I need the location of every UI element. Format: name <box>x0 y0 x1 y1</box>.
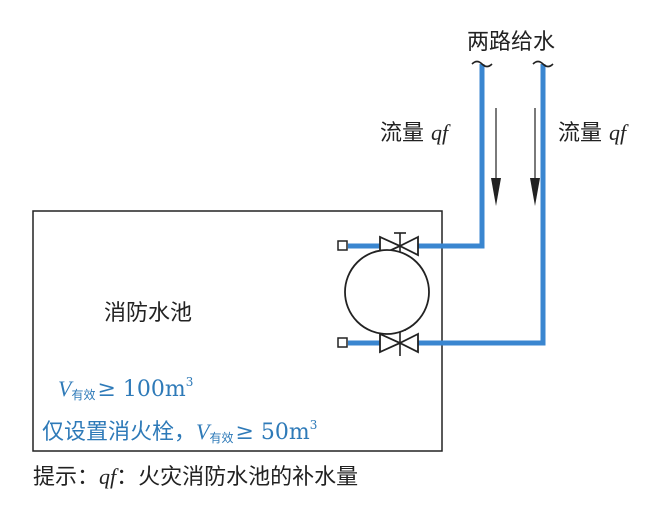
pipe-end-cap-1 <box>471 60 493 68</box>
flow-word: 流量 <box>558 121 603 146</box>
pipe-end-cap-2 <box>532 60 554 68</box>
flow-label-left: 流量 qf <box>380 122 448 145</box>
flow-symbol: qf <box>609 120 627 145</box>
cube-superscript: 3 <box>185 375 194 389</box>
note-text: ：火灾消防水池的补水量 <box>116 465 359 490</box>
float-ball <box>344 249 430 335</box>
hydrant-prefix: 仅设置消火栓， <box>42 420 197 445</box>
flow-arrow-1 <box>491 108 501 206</box>
cube-superscript: 3 <box>309 418 318 432</box>
flow-symbol: qf <box>431 120 449 145</box>
volume-subscript: 有效 <box>209 431 234 445</box>
flow-label-right: 流量 qf <box>558 122 626 145</box>
ge-sign: ≥ <box>97 377 116 402</box>
supply-pipe-2 <box>418 64 546 346</box>
supply-pipe-1 <box>418 64 485 249</box>
outlet-nozzle-2 <box>337 337 348 348</box>
condition-general: V有效≥ 100m3 <box>58 376 193 401</box>
volume-symbol: V <box>58 376 72 401</box>
note-prefix: 提示： <box>33 465 100 490</box>
condition-hydrant-only: 仅设置消火栓，V有效≥ 50m3 <box>42 419 317 444</box>
volume-value: 100m <box>122 377 186 402</box>
ge-sign: ≥ <box>235 420 254 445</box>
volume-symbol: V <box>196 419 210 444</box>
pool-label: 消防水池 <box>104 301 193 326</box>
volume-subscript: 有效 <box>71 388 96 402</box>
flow-word: 流量 <box>380 121 425 146</box>
note-symbol: qf <box>99 464 117 489</box>
flow-arrow-2 <box>530 108 540 206</box>
outlet-nozzle-1 <box>337 240 348 251</box>
volume-value: 50m <box>260 420 310 445</box>
supply-label: 两路给水 <box>467 30 556 55</box>
note-line: 提示：qf：火灾消防水池的补水量 <box>33 466 358 489</box>
pool-outline <box>32 210 443 452</box>
